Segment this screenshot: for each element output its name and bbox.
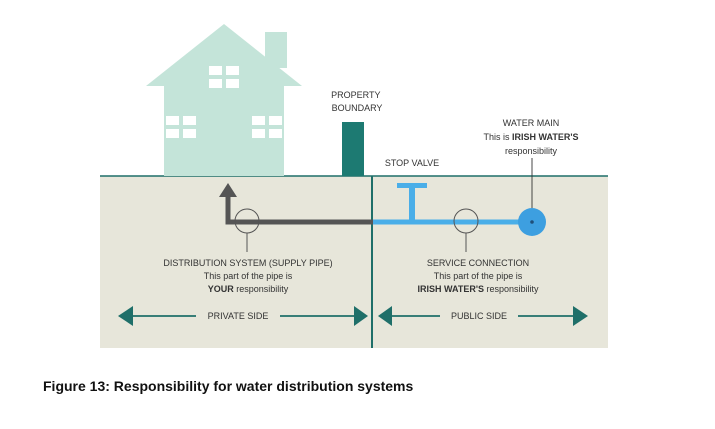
public-side-arrow — [378, 306, 588, 326]
private-side-label: PRIVATE SIDE — [208, 311, 269, 321]
stop-valve-label: STOP VALVE — [385, 158, 439, 168]
water-main-label: WATER MAIN — [503, 118, 560, 128]
house — [146, 24, 302, 176]
distribution-system-line1: This part of the pipe is — [204, 271, 293, 281]
service-connection-line2: IRISH WATER'S responsibility — [417, 284, 539, 294]
water-main-responsibility-line2: responsibility — [505, 146, 558, 156]
stop-valve-icon — [397, 183, 427, 220]
figure-caption: Figure 13: Responsibility for water dist… — [43, 378, 414, 394]
house-window-upper — [209, 66, 239, 88]
water-main-responsibility-line1: This is IRISH WATER'S — [483, 132, 578, 142]
private-pipe — [225, 197, 373, 225]
house-chimney — [265, 32, 287, 68]
service-connection-title: SERVICE CONNECTION — [427, 258, 529, 268]
service-connection-line1: This part of the pipe is — [434, 271, 523, 281]
boundary-post — [342, 122, 364, 176]
distribution-system-line2: YOUR responsibility — [208, 284, 289, 294]
property-boundary-label: PROPERTY BOUNDARY — [331, 90, 383, 113]
private-side-arrow — [118, 306, 368, 326]
house-roof — [146, 24, 302, 86]
house-window-left — [166, 116, 196, 138]
distribution-system-title: DISTRIBUTION SYSTEM (SUPPLY PIPE) — [163, 258, 332, 268]
water-main-center-dot — [530, 220, 534, 224]
public-side-label: PUBLIC SIDE — [451, 311, 507, 321]
house-window-right — [252, 116, 282, 138]
pipe-arrow-head — [219, 183, 237, 197]
